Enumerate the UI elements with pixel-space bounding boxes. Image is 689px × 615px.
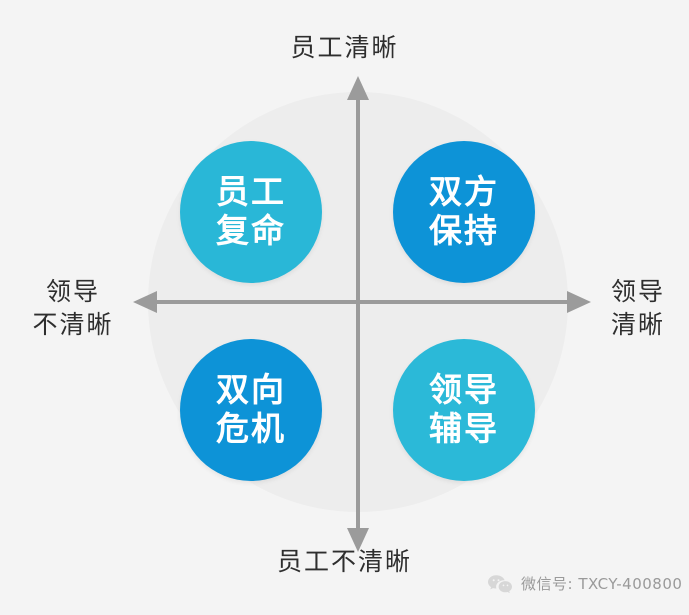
axis-label-right: 领导 清晰 xyxy=(590,276,686,341)
quadrant-top-right-line1: 双方 xyxy=(429,172,499,212)
quadrant-bubble-top-right[interactable]: 双方 保持 xyxy=(393,141,535,283)
watermark-text: 微信号: TXCY-400800 xyxy=(521,575,683,593)
quadrant-top-right-line2: 保持 xyxy=(429,211,499,250)
axis-label-left: 领导 不清晰 xyxy=(14,276,132,341)
quadrant-bottom-right-line2: 辅导 xyxy=(429,409,499,448)
horizontal-axis-arrowhead-right xyxy=(567,291,591,313)
quadrant-top-left-line2: 复命 xyxy=(216,211,286,250)
axis-label-left-line1: 领导 xyxy=(45,277,100,306)
quadrant-bubble-bottom-left[interactable]: 双向 危机 xyxy=(180,339,322,481)
vertical-axis-arrowhead-up xyxy=(347,76,369,100)
watermark: 微信号: TXCY-400800 xyxy=(487,573,682,594)
horizontal-axis-arrowhead-left xyxy=(133,291,157,313)
quadrant-bottom-right-line1: 领导 xyxy=(429,370,499,410)
wechat-icon xyxy=(488,574,512,593)
axis-label-left-line2: 不清晰 xyxy=(32,309,114,339)
quadrant-bottom-left-line1: 双向 xyxy=(216,370,286,410)
quadrant-top-left-line1: 员工 xyxy=(216,172,286,212)
axis-label-right-line2: 清晰 xyxy=(610,309,665,339)
axis-label-bottom-text: 员工不清晰 xyxy=(276,547,412,576)
vertical-axis-arrowhead-down xyxy=(347,528,369,552)
axis-label-top-text: 员工清晰 xyxy=(290,33,399,62)
quadrant-bubble-top-left[interactable]: 员工 复命 xyxy=(180,141,322,283)
axis-label-bottom: 员工不清晰 xyxy=(0,546,689,579)
axis-label-right-line1: 领导 xyxy=(610,277,665,306)
quadrant-bubble-bottom-right[interactable]: 领导 辅导 xyxy=(393,339,535,481)
axis-label-top: 员工清晰 xyxy=(0,32,689,65)
quadrant-bottom-left-line2: 危机 xyxy=(216,409,286,448)
